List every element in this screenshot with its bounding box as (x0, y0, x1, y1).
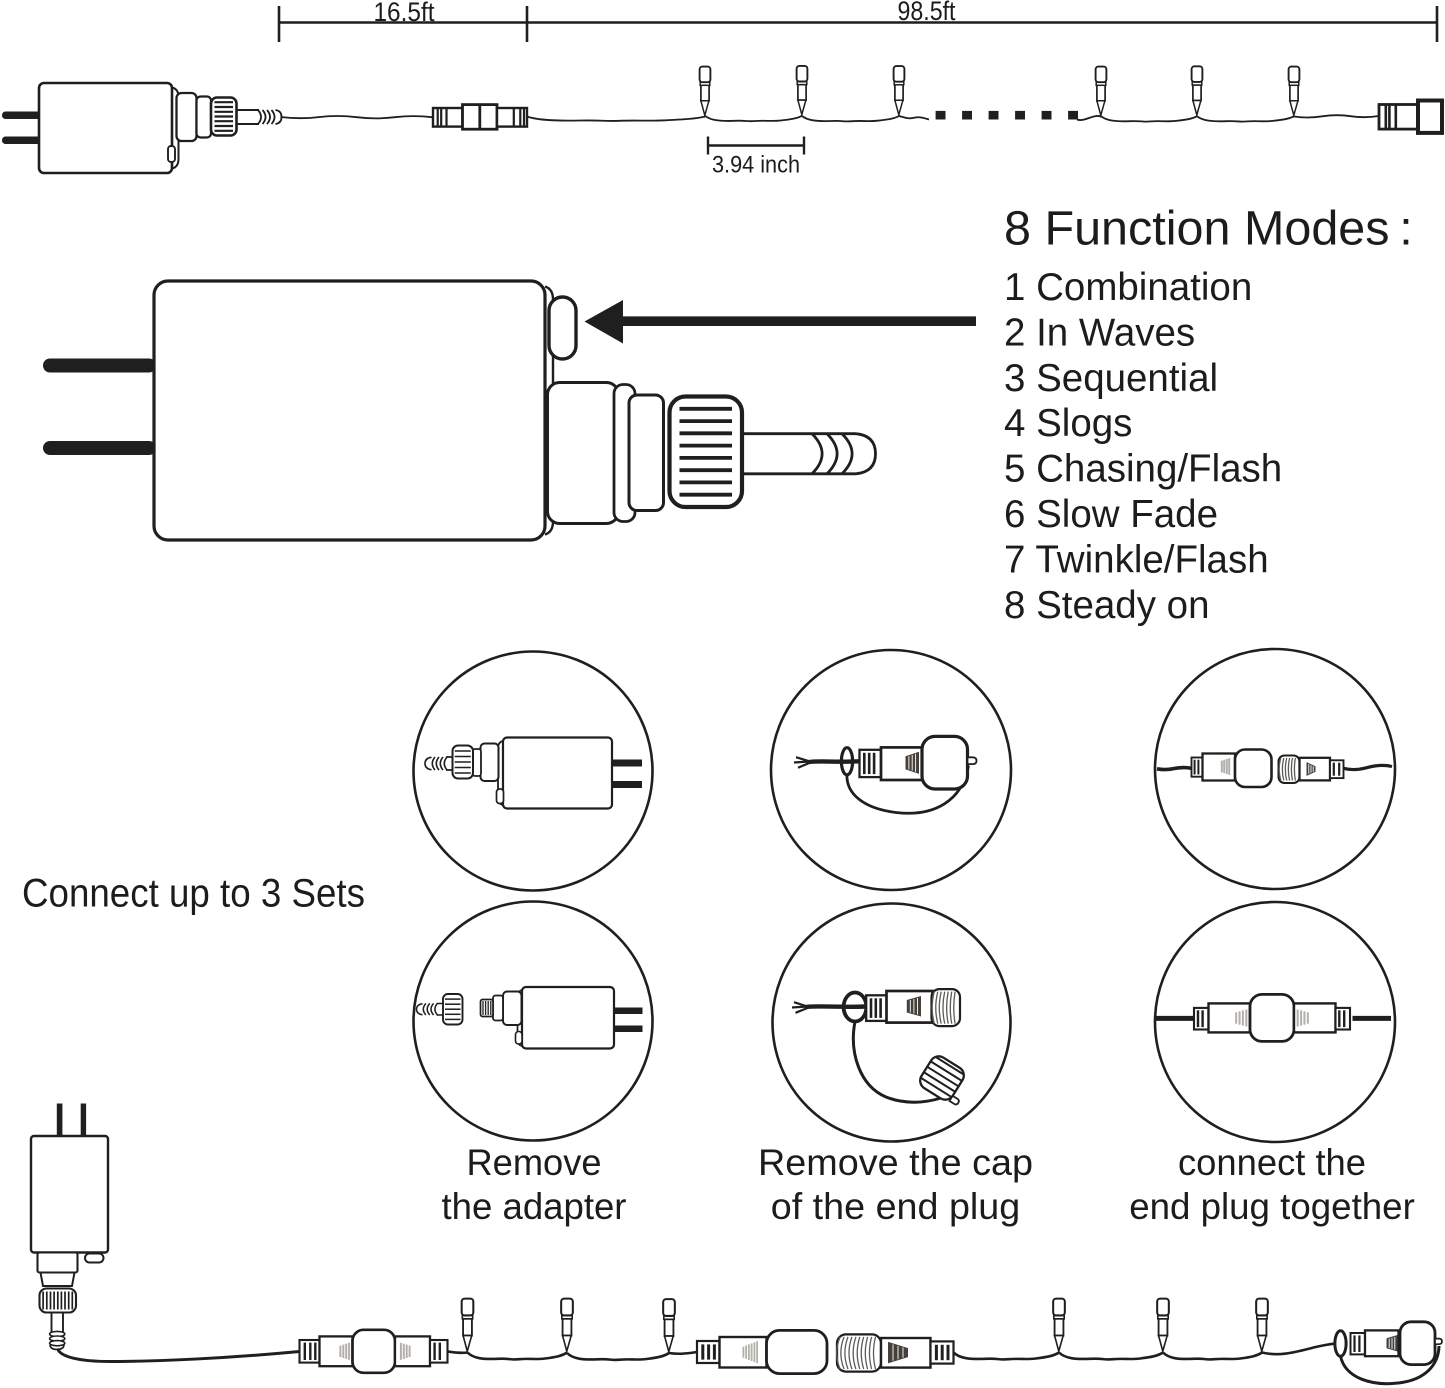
svg-text:connect the: connect the (1178, 1142, 1366, 1183)
svg-text:16.5ft: 16.5ft (374, 0, 435, 27)
svg-text:3 Sequential: 3 Sequential (1004, 357, 1218, 400)
svg-text:Connect up to 3 Sets: Connect up to 3 Sets (22, 872, 365, 916)
svg-text:end plug together: end plug together (1129, 1186, 1415, 1227)
svg-text:98.5ft: 98.5ft (898, 0, 956, 26)
svg-text:8 Function Modes :: 8 Function Modes : (1004, 202, 1413, 256)
svg-text:4 Slogs: 4 Slogs (1004, 402, 1132, 445)
svg-text:Remove the cap: Remove the cap (758, 1142, 1033, 1183)
svg-text:6 Slow Fade: 6 Slow Fade (1004, 493, 1218, 536)
svg-text:of the end plug: of the end plug (771, 1186, 1021, 1227)
svg-text:8 Steady on: 8 Steady on (1004, 584, 1210, 627)
svg-text:3.94 inch: 3.94 inch (712, 152, 800, 179)
svg-text:7 Twinkle/Flash: 7 Twinkle/Flash (1004, 538, 1269, 581)
svg-text:2 In Waves: 2 In Waves (1004, 311, 1195, 354)
svg-text:5 Chasing/Flash: 5 Chasing/Flash (1004, 448, 1282, 491)
svg-text:the adapter: the adapter (442, 1186, 627, 1227)
svg-text:1 Combination: 1 Combination (1004, 266, 1252, 309)
svg-text:Remove: Remove (467, 1142, 602, 1183)
